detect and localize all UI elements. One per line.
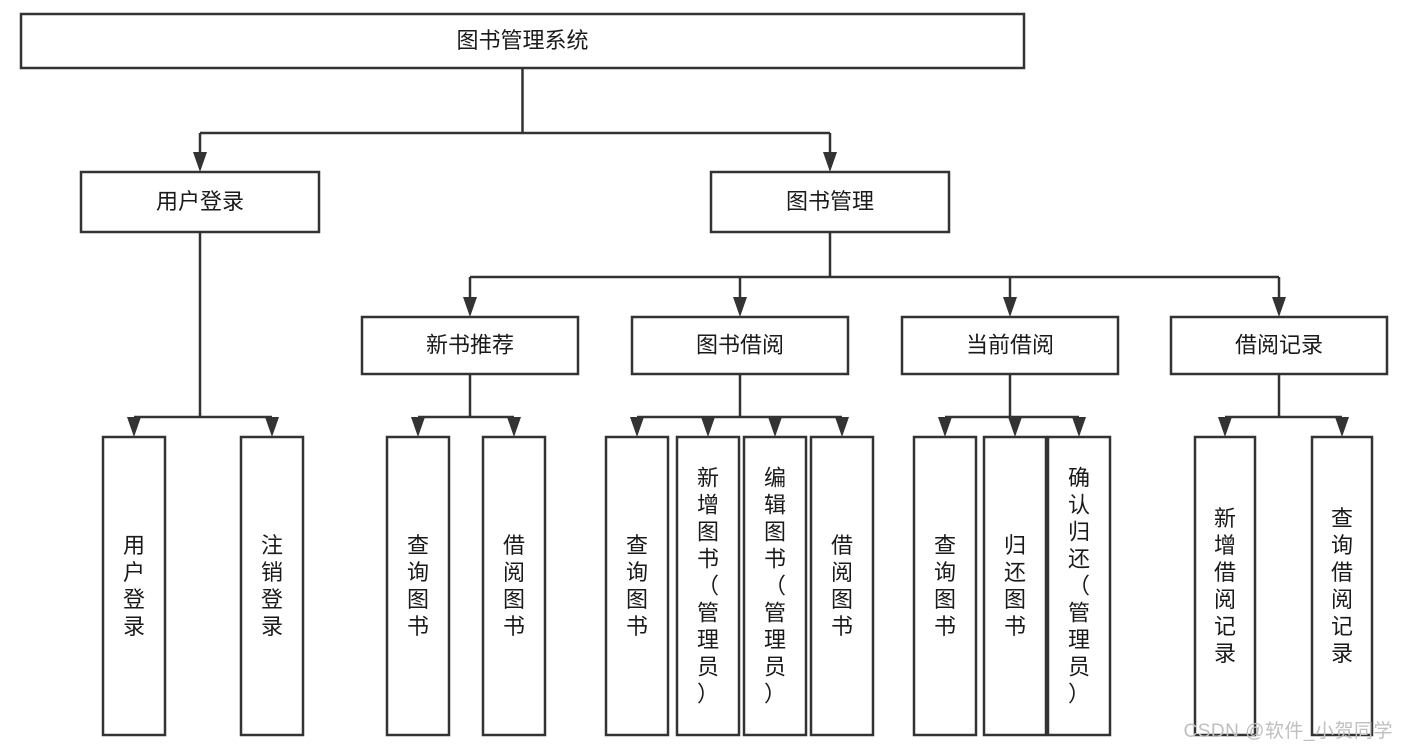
arrow-head-icon-borrow-record (1272, 297, 1286, 317)
node-leaf-query-book-c-label: 查询图书 (934, 533, 956, 639)
arrow-head-icon-leaf-query-record (1335, 417, 1349, 437)
node-current-borrow-label: 当前借阅 (966, 332, 1054, 357)
arrow-head-icon-leaf-query-book-c (938, 417, 952, 437)
node-leaf-query-record[interactable]: 查询借阅记录 (1310, 435, 1374, 737)
arrow-head-icon-leaf-borrow-book-rec (507, 417, 521, 437)
node-leaf-query-record-box (1310, 435, 1374, 737)
node-leaf-confirm-return-box (1046, 435, 1112, 737)
node-current-borrow-box (900, 315, 1120, 376)
arrow-head-icon-book-borrow (733, 297, 747, 317)
node-borrow-record-box (1169, 315, 1389, 376)
node-leaf-return-book-label: 归还图书 (1004, 533, 1026, 639)
node-leaf-logout-login-label: 注销登录 (261, 533, 283, 639)
arrow-head-icon-leaf-user-login (127, 417, 141, 437)
arrow-head-icon-leaf-confirm-return (1072, 417, 1086, 437)
node-leaf-edit-book-label: 编辑图书（管理员） (764, 466, 786, 707)
node-leaf-user-login-label: 用户登录 (123, 533, 145, 639)
node-leaf-query-book-rec-box (385, 435, 451, 737)
arrow-head-icon-leaf-return-book (1008, 417, 1022, 437)
node-book-management-box (709, 170, 951, 234)
node-leaf-query-book-c-box (912, 435, 978, 737)
node-new-book-recommend[interactable]: 新书推荐 (360, 315, 580, 376)
node-leaf-logout-login[interactable]: 注销登录 (239, 435, 305, 737)
node-book-management[interactable]: 图书管理 (709, 170, 951, 234)
arrow-head-icon-user-login (193, 152, 207, 172)
node-leaf-query-record-label: 查询借阅记录 (1331, 506, 1353, 666)
arrow-head-icon-leaf-query-book-rec (411, 417, 425, 437)
node-leaf-confirm-return-label: 确认归还（管理员） (1068, 466, 1090, 707)
node-root-system-label: 图书管理系统 (456, 28, 588, 53)
node-leaf-query-book-b-label: 查询图书 (626, 533, 648, 639)
node-leaf-query-book-rec[interactable]: 查询图书 (385, 435, 451, 737)
node-new-book-recommend-box (360, 315, 580, 376)
node-book-borrow[interactable]: 图书借阅 (630, 315, 850, 376)
node-borrow-record[interactable]: 借阅记录 (1169, 315, 1389, 376)
node-book-management-label: 图书管理 (786, 189, 874, 214)
node-leaf-query-book-b[interactable]: 查询图书 (604, 435, 670, 737)
node-leaf-add-record-box (1193, 435, 1257, 737)
node-user-login[interactable]: 用户登录 (79, 170, 321, 234)
node-leaf-query-book-rec-label: 查询图书 (407, 533, 429, 639)
node-book-borrow-label: 图书借阅 (696, 332, 784, 357)
node-book-borrow-box (630, 315, 850, 376)
node-new-book-recommend-label: 新书推荐 (426, 332, 514, 357)
arrow-head-icon-new-book-recommend (463, 297, 477, 317)
node-leaf-add-record[interactable]: 新增借阅记录 (1193, 435, 1257, 737)
node-leaf-query-book-c[interactable]: 查询图书 (912, 435, 978, 737)
arrow-head-icon-leaf-borrow-book-b (835, 417, 849, 437)
node-leaf-borrow-book-b[interactable]: 借阅图书 (809, 435, 875, 737)
node-root-system-box (19, 12, 1026, 70)
node-leaf-add-book[interactable]: 新增图书（管理员） (675, 435, 741, 737)
arrow-head-icon-leaf-add-book (701, 417, 715, 437)
node-leaf-query-book-b-box (604, 435, 670, 737)
arrow-head-icon-leaf-add-record (1218, 417, 1232, 437)
node-leaf-borrow-book-rec-box (481, 435, 547, 737)
node-leaf-user-login[interactable]: 用户登录 (101, 435, 167, 737)
node-leaf-add-record-label: 新增借阅记录 (1214, 506, 1236, 666)
node-leaf-borrow-book-rec-label: 借阅图书 (503, 533, 525, 639)
arrow-head-icon-leaf-edit-book (768, 417, 782, 437)
node-leaf-add-book-box (675, 435, 741, 737)
node-leaf-user-login-box (101, 435, 167, 737)
node-user-login-box (79, 170, 321, 234)
node-leaf-borrow-book-b-box (809, 435, 875, 737)
node-current-borrow[interactable]: 当前借阅 (900, 315, 1120, 376)
node-leaf-edit-book-box (742, 435, 808, 737)
node-leaf-borrow-book-b-label: 借阅图书 (831, 533, 853, 639)
node-leaf-return-book-box (982, 435, 1048, 737)
node-root-system[interactable]: 图书管理系统 (19, 12, 1026, 70)
node-borrow-record-label: 借阅记录 (1235, 332, 1323, 357)
node-leaf-logout-login-box (239, 435, 305, 737)
node-leaf-add-book-label: 新增图书（管理员） (697, 466, 719, 707)
watermark-text: CSDN @软件_小贺同学 (1183, 721, 1393, 742)
node-leaf-confirm-return[interactable]: 确认归还（管理员） (1046, 435, 1112, 737)
node-leaf-return-book[interactable]: 归还图书 (982, 435, 1048, 737)
node-leaf-edit-book[interactable]: 编辑图书（管理员） (742, 435, 808, 737)
arrow-head-icon-leaf-logout-login (265, 417, 279, 437)
node-user-login-label: 用户登录 (156, 189, 244, 214)
arrow-head-icon-book-management (823, 152, 837, 172)
arrow-head-icon-current-borrow (1003, 297, 1017, 317)
node-leaf-borrow-book-rec[interactable]: 借阅图书 (481, 435, 547, 737)
arrow-head-icon-leaf-query-book-b (630, 417, 644, 437)
